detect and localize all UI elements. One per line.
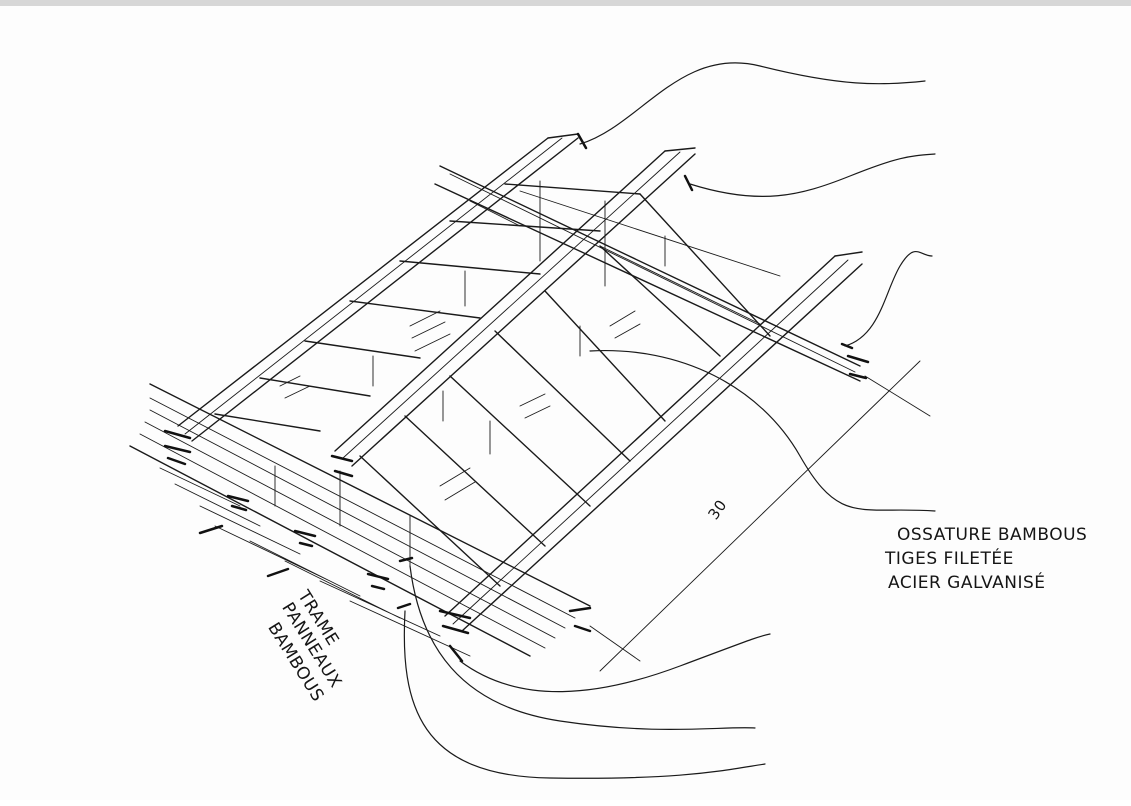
- rafter-middle: [334, 147, 696, 467]
- rafter-right: [444, 251, 863, 632]
- label-ossature-line-3: ACIER GALVANISÉ: [888, 573, 1046, 593]
- roof-structure-sketch: [129, 62, 936, 779]
- rafter-left: [177, 133, 579, 442]
- threaded-rods: [274, 180, 666, 567]
- panel-hatching: [279, 310, 641, 501]
- leader-lines: [403, 62, 936, 779]
- lower-purlin-strip: [129, 383, 591, 657]
- label-ossature-line-1: OSSATURE BAMBOUS: [897, 525, 1088, 545]
- label-ossature-line-2: TIGES FILETÉE: [885, 549, 1014, 569]
- cross-battens: [214, 183, 781, 587]
- fasteners: [163, 132, 870, 663]
- upper-purlin-strip: [434, 165, 861, 382]
- dimension-line: [589, 360, 931, 672]
